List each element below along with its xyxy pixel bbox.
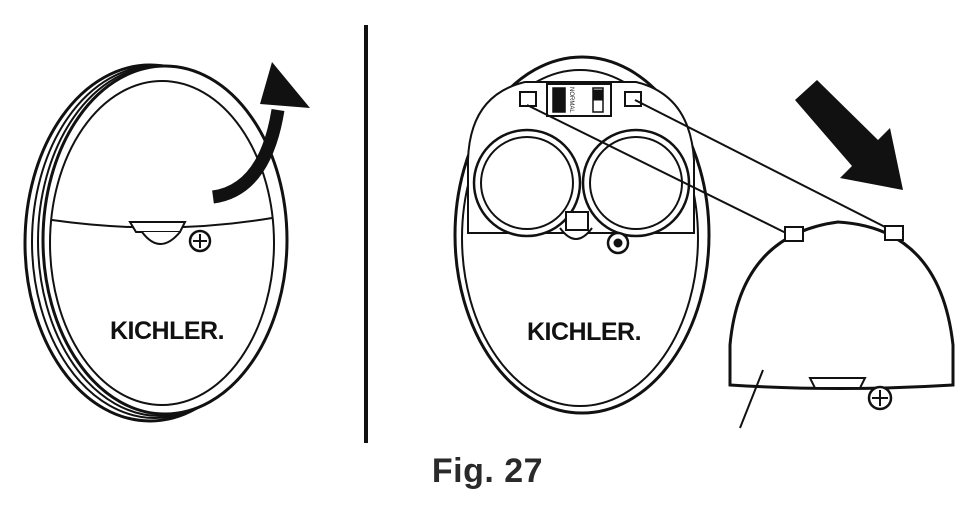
guide-line-1	[526, 104, 791, 236]
cover-leader-line	[739, 369, 764, 429]
rotate-arrow-icon	[211, 62, 310, 204]
rotate-arrow-head	[260, 62, 310, 108]
cover-latch-tab	[808, 377, 867, 389]
left-cover-latch-cup	[141, 231, 181, 245]
dip-switch-knob-2	[593, 89, 603, 101]
right-brand-label: KICHLER.	[527, 318, 641, 346]
left-remote-closed	[23, 63, 289, 423]
right-clip	[624, 91, 642, 107]
cover-screw-slot	[872, 390, 888, 406]
cover-right-tab	[884, 225, 904, 241]
switch-label: NORMAL	[568, 87, 574, 113]
dip-switch-toggle	[552, 87, 566, 113]
battery-slot-right-inner	[589, 136, 683, 230]
remove-arrow-icon	[795, 80, 903, 190]
cover-left-tab	[784, 226, 804, 242]
right-remote-open	[453, 55, 711, 415]
left-screw-slot	[193, 234, 207, 248]
battery-slot-left-inner	[480, 136, 574, 230]
left-brand-label: KICHLER.	[110, 317, 224, 345]
rotate-arrow-shaft	[211, 108, 285, 204]
guide-line-2	[634, 99, 896, 233]
cover-shell	[728, 220, 955, 390]
removed-battery-cover	[728, 220, 955, 411]
right-latch-tab	[565, 211, 589, 231]
left-clip	[519, 91, 537, 107]
right-screw-hole-inner	[613, 238, 623, 248]
figure-caption: Fig. 27	[431, 452, 544, 490]
left-cover-latch-tab	[128, 221, 187, 233]
